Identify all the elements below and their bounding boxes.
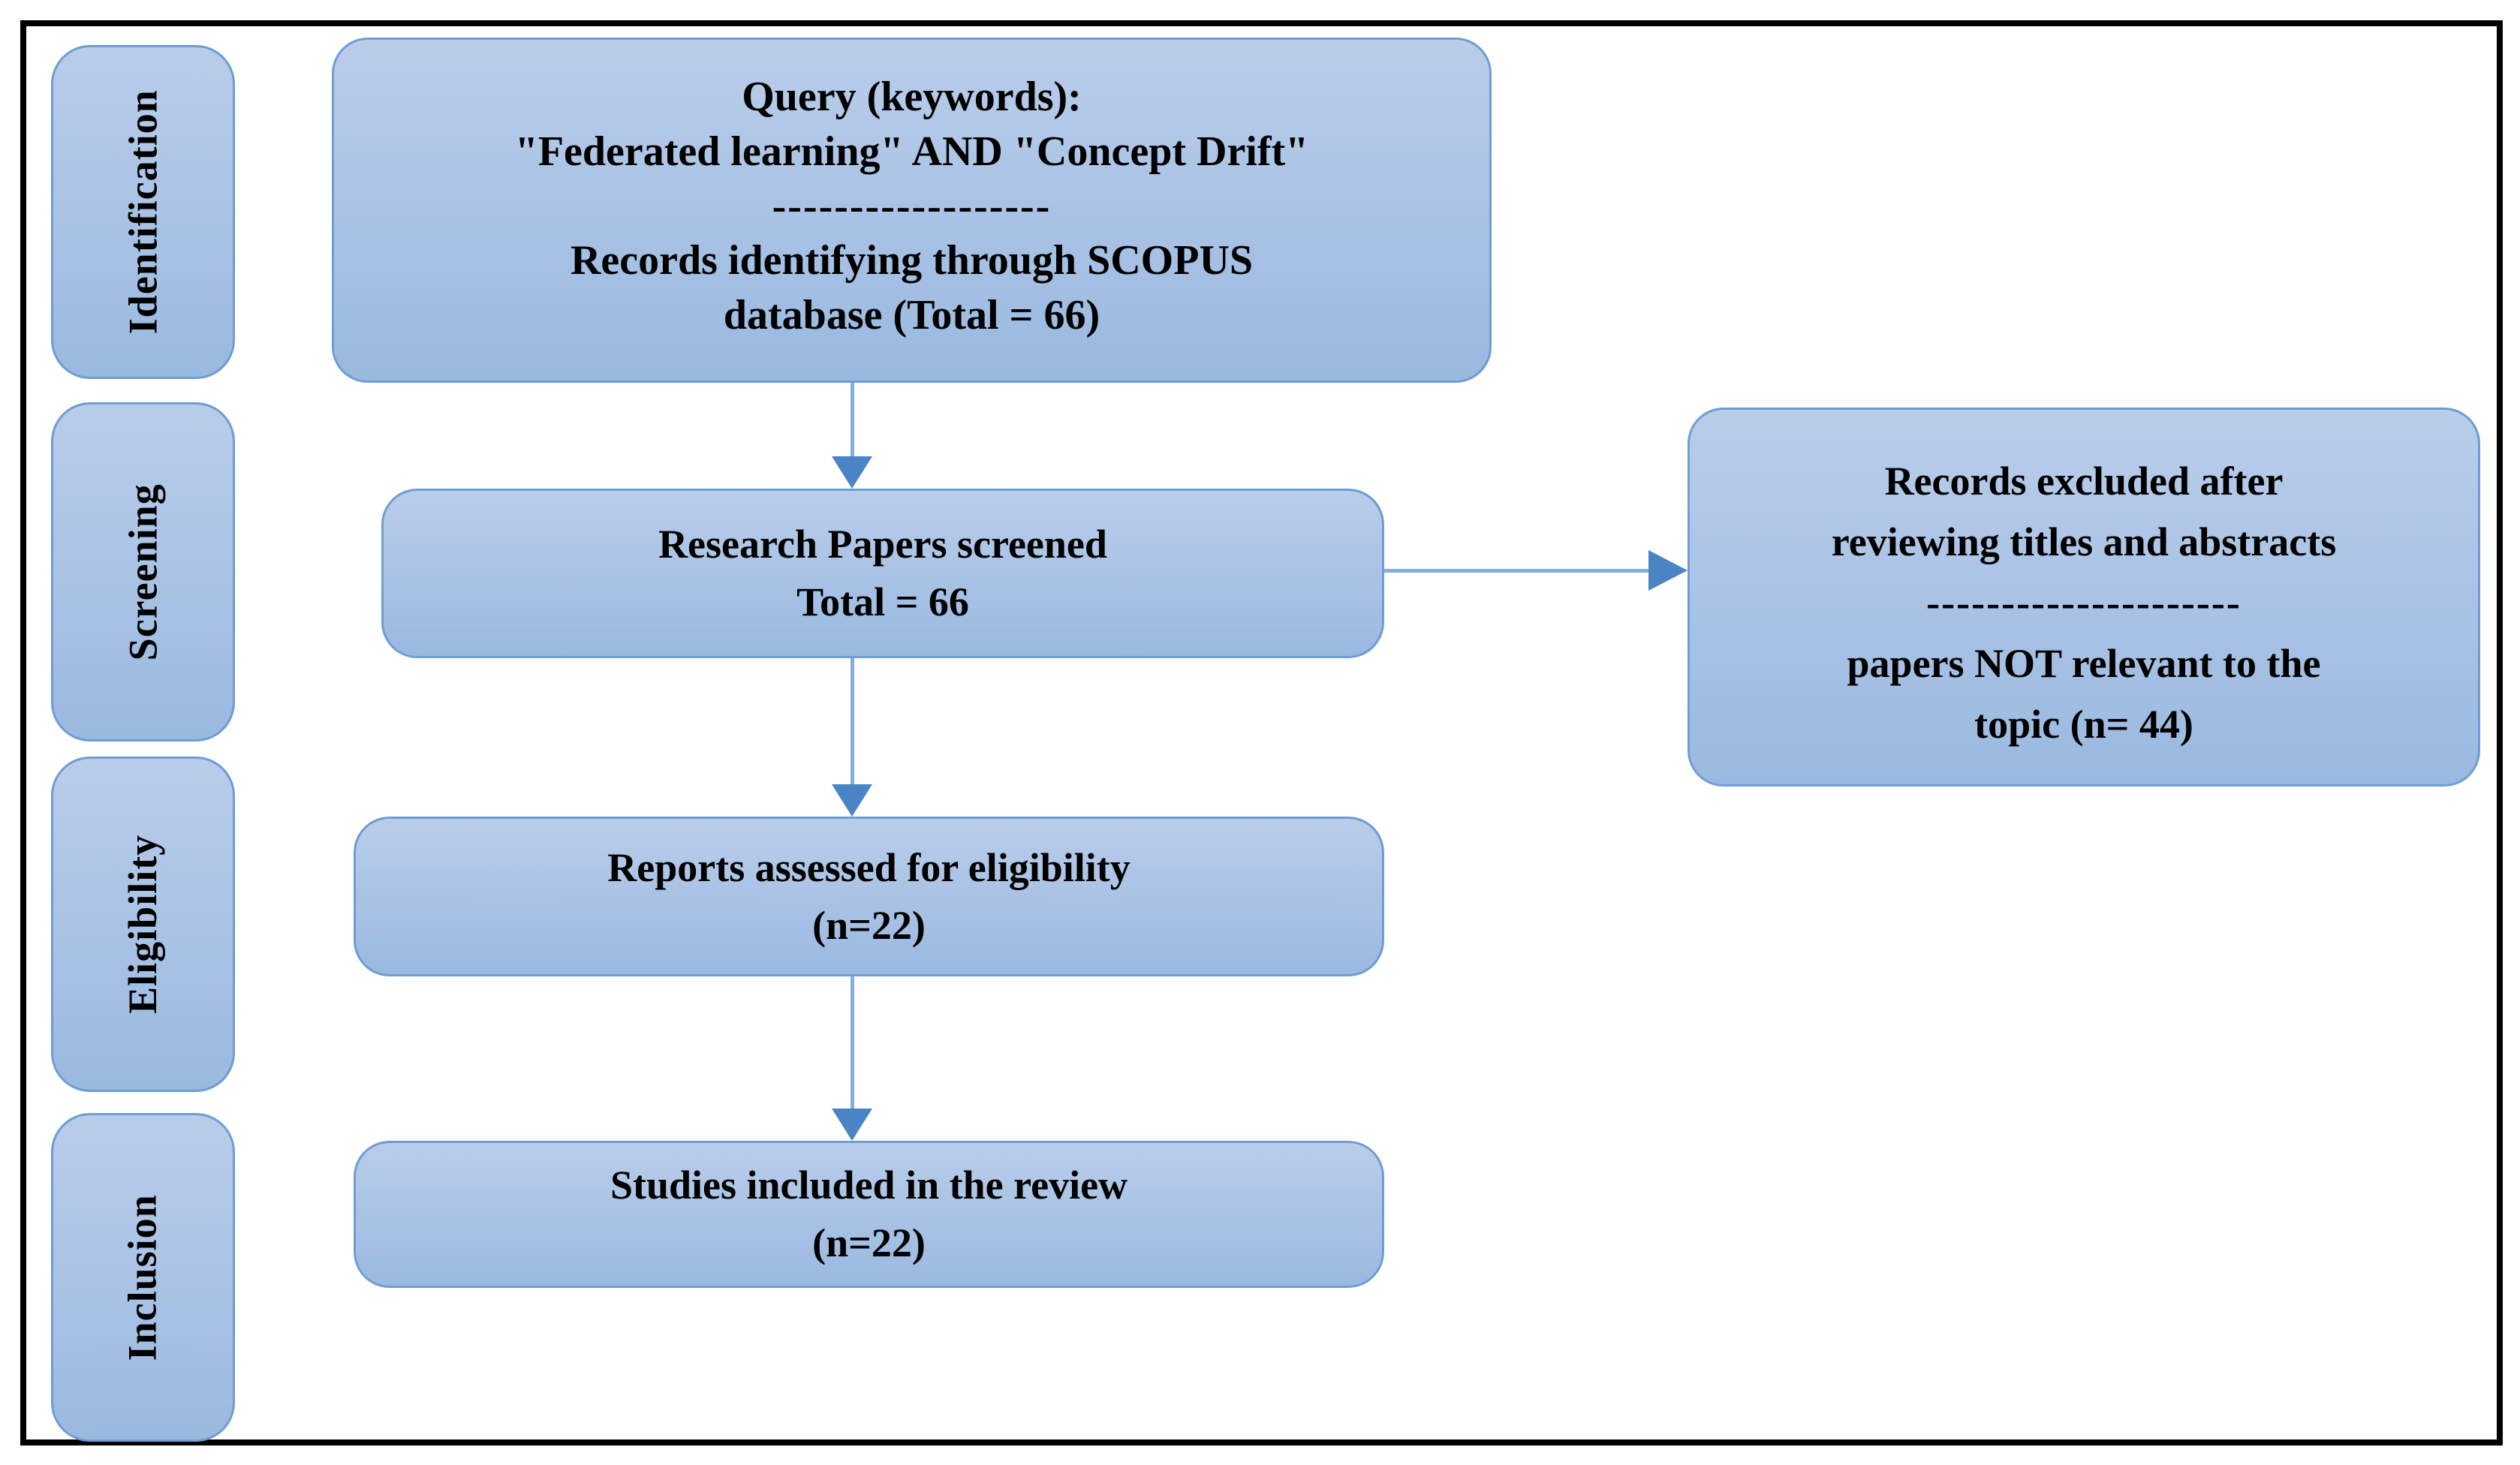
- stage-label-eligibility: Eligibility: [120, 834, 166, 1015]
- arrowhead-identification-to-screening: [832, 456, 872, 489]
- excluded-line-3: papers NOT relevant to the: [1847, 641, 2321, 686]
- stage-box-inclusion: Inclusion: [51, 1113, 235, 1442]
- excluded-line-4: topic (n= 44): [1974, 702, 2193, 747]
- arrow-line-identification-to-screening: [851, 383, 854, 458]
- query-line-4: database (Total = 66): [723, 292, 1100, 339]
- stage-box-eligibility: Eligibility: [51, 757, 235, 1092]
- arrowhead-eligibility-to-inclusion: [832, 1109, 872, 1141]
- eligibility-line-1: Reports assessed for eligibility: [607, 844, 1131, 890]
- arrow-line-eligibility-to-inclusion: [851, 976, 854, 1110]
- stage-label-screening: Screening: [120, 483, 166, 660]
- stage-box-identification: Identification: [51, 45, 235, 379]
- query-line-1: Query (keywords):: [742, 74, 1082, 120]
- arrow-line-screening-to-eligibility: [851, 658, 854, 786]
- box-records-excluded: Records excluded after reviewing titles …: [1688, 408, 2480, 787]
- query-line-2: "Federated learning" AND "Concept Drift": [514, 128, 1309, 175]
- screened-line-2: Total = 66: [796, 579, 969, 624]
- box-studies-included: Studies included in the review (n=22): [354, 1141, 1384, 1288]
- query-separator: ------------------: [772, 182, 1052, 230]
- arrow-line-screening-to-excluded: [1384, 569, 1651, 573]
- query-line-3: Records identifying through SCOPUS: [570, 237, 1254, 284]
- excluded-line-1: Records excluded after: [1884, 459, 2284, 504]
- arrowhead-screening-to-eligibility: [832, 784, 872, 817]
- stage-label-identification: Identification: [120, 89, 166, 335]
- eligibility-line-2: (n=22): [812, 902, 926, 948]
- diagram-frame: Identification Screening Eligibility Inc…: [20, 20, 2503, 1445]
- box-identification-query: Query (keywords): "Federated learning" A…: [332, 38, 1492, 383]
- box-papers-screened: Research Papers screened Total = 66: [381, 489, 1384, 658]
- arrowhead-screening-to-excluded: [1648, 550, 1688, 591]
- excluded-separator: ---------------------: [1926, 580, 2242, 625]
- screened-line-1: Research Papers screened: [658, 522, 1107, 567]
- stage-box-screening: Screening: [51, 402, 235, 742]
- inclusion-line-1: Studies included in the review: [610, 1163, 1128, 1208]
- stage-label-inclusion: Inclusion: [120, 1193, 166, 1361]
- box-reports-assessed: Reports assessed for eligibility (n=22): [354, 817, 1384, 976]
- excluded-line-2: reviewing titles and abstracts: [1831, 519, 2337, 564]
- inclusion-line-2: (n=22): [812, 1220, 926, 1265]
